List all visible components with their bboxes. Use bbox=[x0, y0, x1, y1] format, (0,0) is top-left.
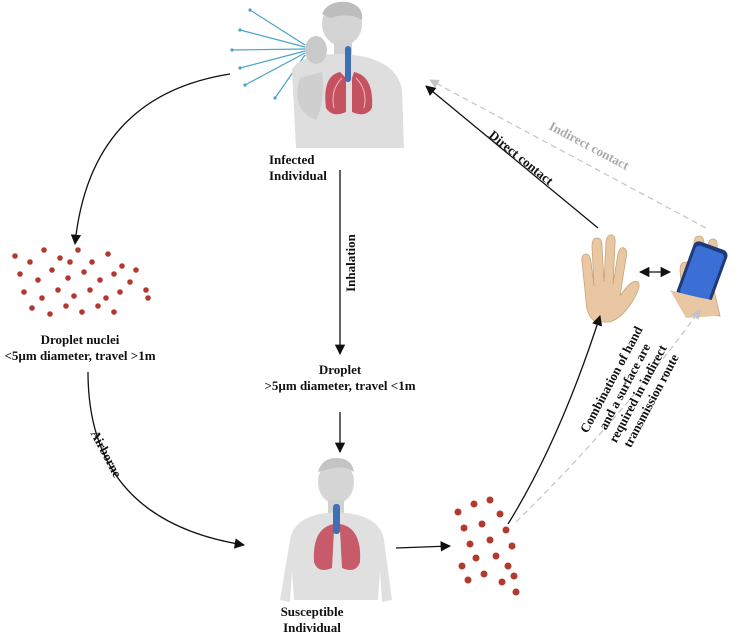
infected-label-line2: Individual bbox=[269, 168, 327, 183]
coughing-person-icon bbox=[230, 1, 404, 148]
nuclei-title: Droplet nuclei bbox=[40, 332, 120, 347]
susceptible-label: Susceptible Individual bbox=[281, 604, 344, 636]
droplet-nuclei-label: Droplet nuclei <5µm diameter, travel >1m bbox=[4, 332, 155, 364]
nuclei-desc: <5µm diameter, travel >1m bbox=[4, 348, 156, 363]
hand-holding-phone-icon bbox=[670, 235, 728, 318]
droplet-nuclei-cluster-icon bbox=[12, 247, 151, 317]
inhalation-label: Inhalation bbox=[343, 234, 358, 292]
droplet-label: Droplet >5µm diameter, travel <1m bbox=[264, 362, 415, 394]
droplet-cluster-icon bbox=[454, 496, 520, 596]
droplet-desc: >5µm diameter, travel <1m bbox=[264, 378, 416, 393]
infected-label-line1: Infected bbox=[269, 152, 315, 167]
susceptible-line1: Susceptible bbox=[280, 604, 344, 619]
droplet-title: Droplet bbox=[318, 362, 362, 377]
susceptible-line2: Individual bbox=[283, 620, 341, 635]
susceptible-person-icon bbox=[280, 458, 392, 602]
infected-label: Infected Individual bbox=[269, 152, 327, 184]
open-hand-icon bbox=[581, 234, 640, 323]
